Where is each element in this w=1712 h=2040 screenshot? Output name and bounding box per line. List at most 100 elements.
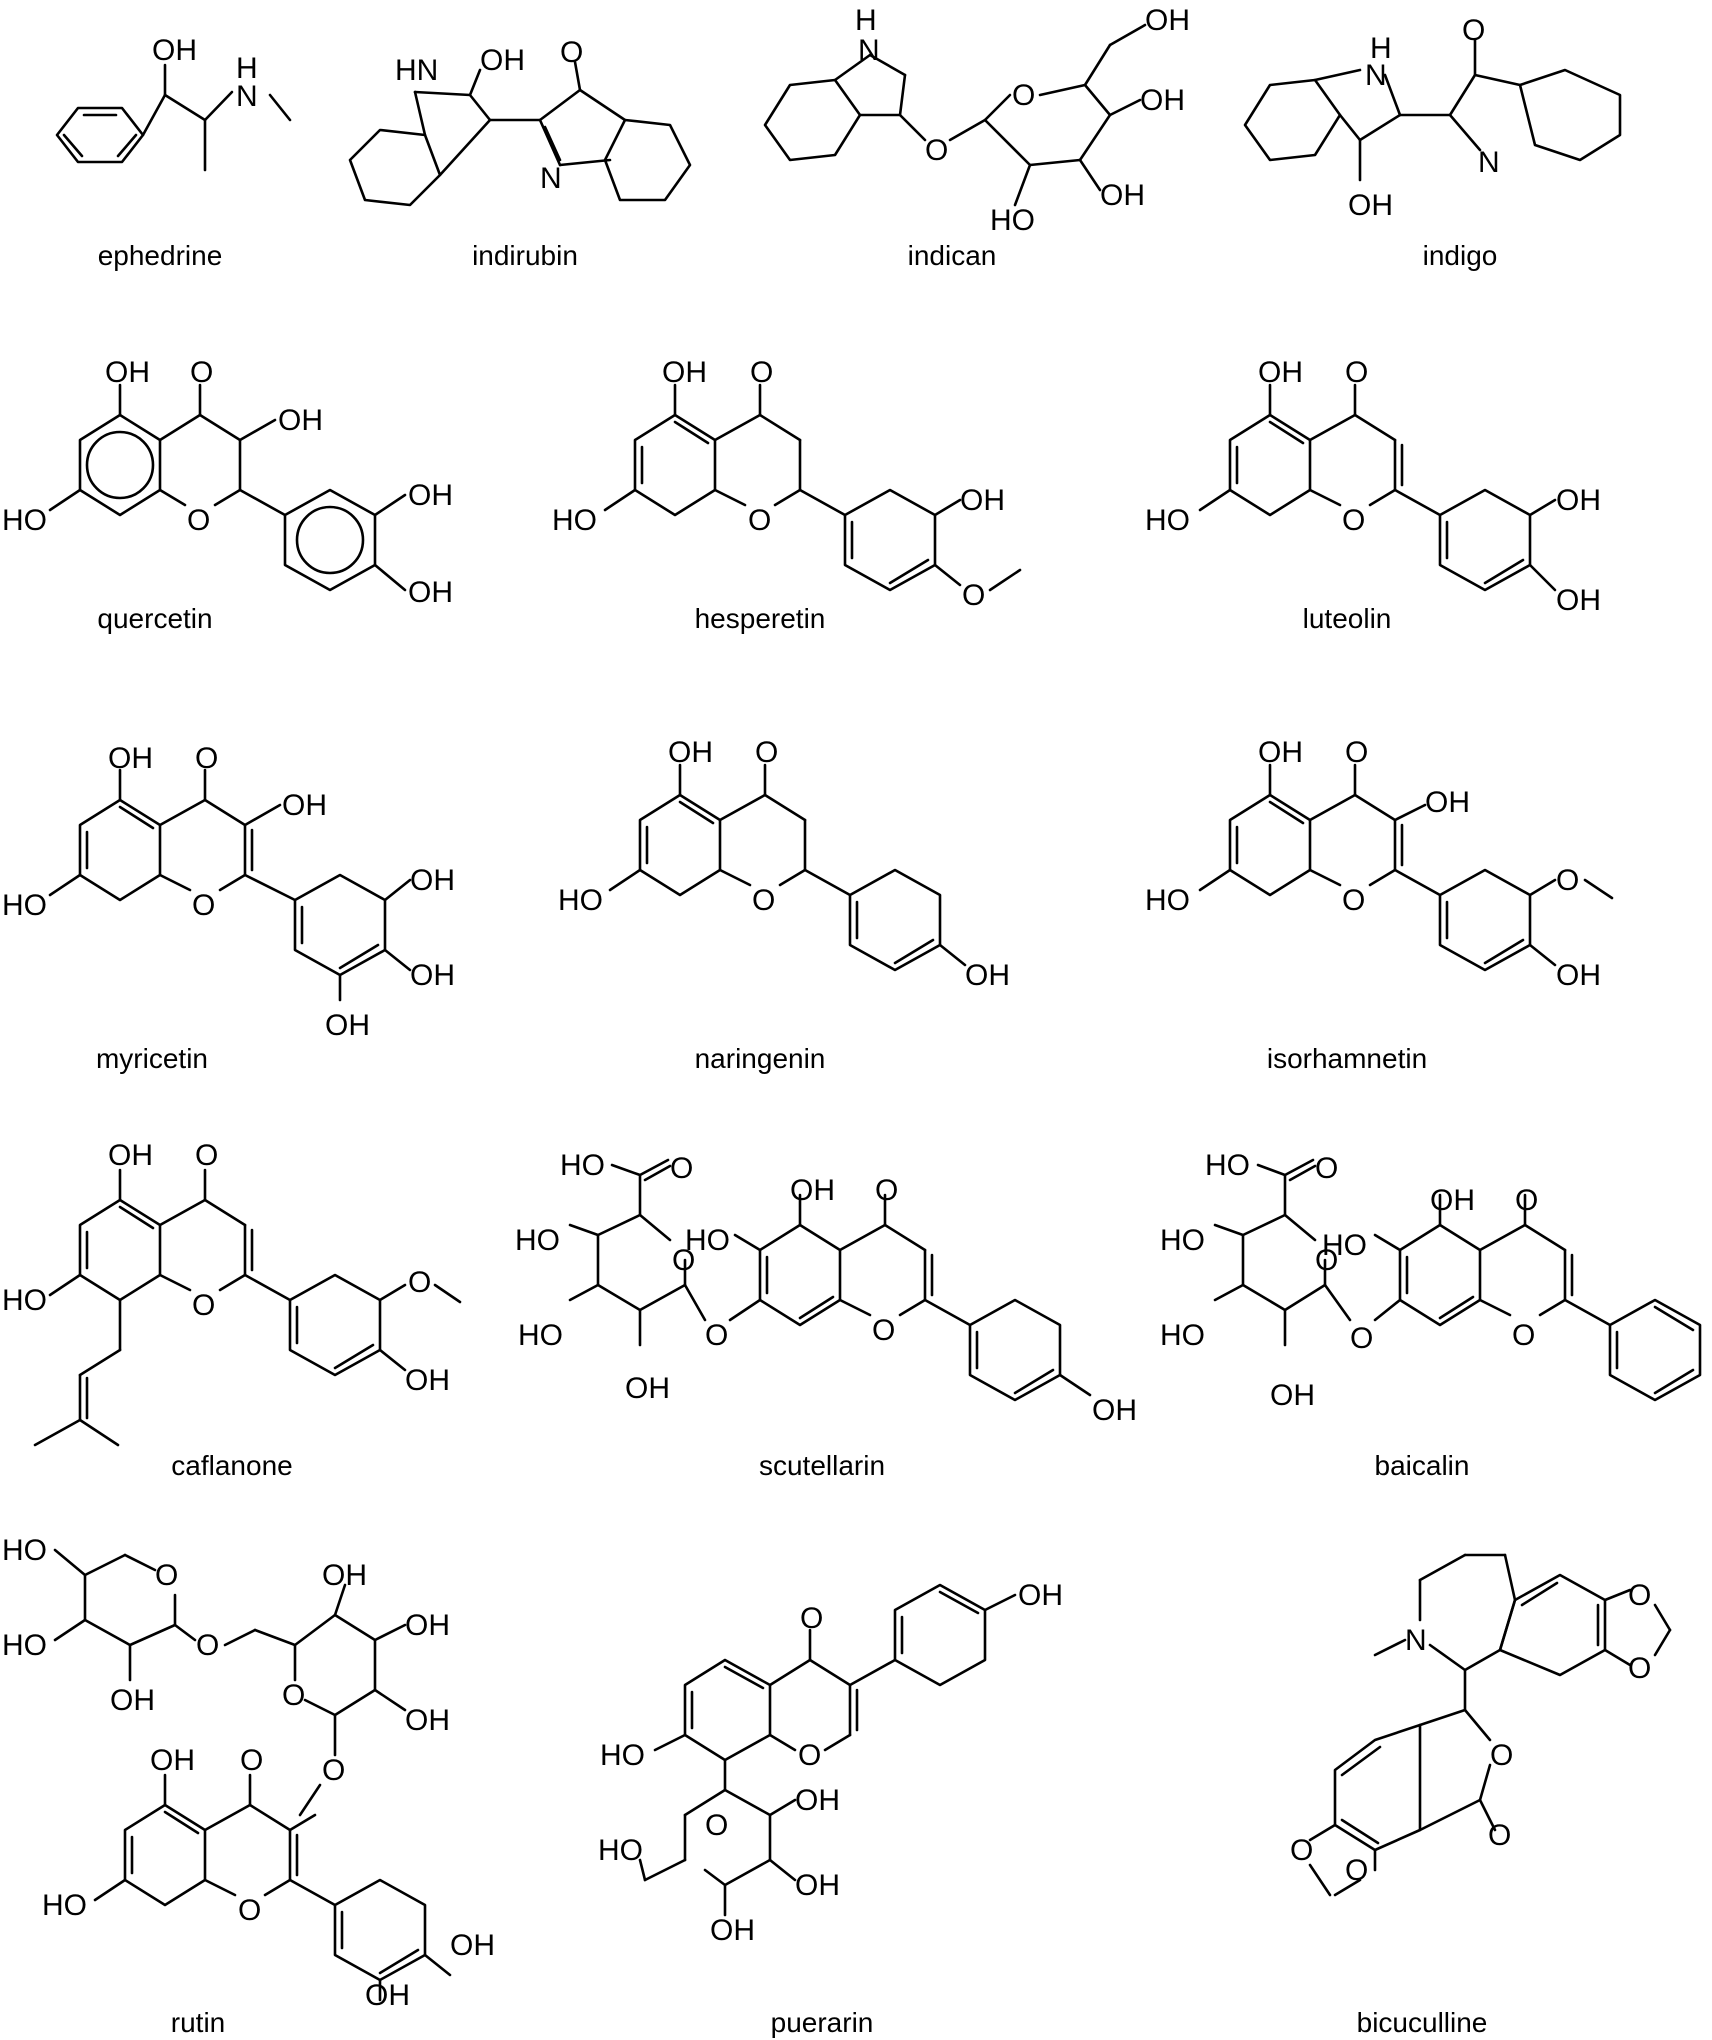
atom-label: HO — [2, 504, 47, 537]
atom-label: O — [1512, 1319, 1535, 1352]
atom-label: H — [855, 4, 877, 37]
atom-label: O — [187, 504, 210, 537]
atom-label: OH — [322, 1559, 367, 1592]
compound-name-rutin: rutin — [171, 2007, 225, 2038]
atom-label: OH — [408, 576, 453, 609]
structure-caflanone: OH O O HO O OH caflanone — [2, 1139, 462, 1481]
atom-label: O — [1488, 1819, 1511, 1852]
atom-label: OH — [1430, 1184, 1475, 1217]
structure-naringenin: OH O O HO OH naringenin — [558, 736, 1010, 1074]
structure-myricetin: OH O OH O HO OH OH OH myricetin — [2, 742, 455, 1074]
structure-indirubin: HN OH O N indirubin — [348, 36, 692, 271]
compound-name-ephedrine: ephedrine — [98, 240, 223, 271]
atom-label: O — [1290, 1834, 1313, 1867]
structure-puerarin: O OH O HO O OH OH OH HO puerarin — [598, 1579, 1063, 2038]
compound-name-bicuculline: bicuculline — [1357, 2007, 1488, 2038]
atom-label: N — [1478, 146, 1500, 179]
atom-label: O — [192, 1289, 215, 1322]
atom-label: OH — [625, 1372, 670, 1405]
atom-label: HO — [1160, 1224, 1205, 1257]
atom-label: OH — [960, 484, 1005, 517]
atom-label: O — [1628, 1652, 1651, 1685]
atom-label: O — [322, 1754, 345, 1787]
atom-label: OH — [1145, 4, 1190, 37]
atom-label: O — [872, 1314, 895, 1347]
atom-label: O — [196, 1629, 219, 1662]
atom-label: O — [962, 579, 985, 612]
atom-label: HO — [685, 1224, 730, 1257]
atom-label: HO — [558, 884, 603, 917]
atom-label: OH — [105, 356, 150, 389]
atom-label: O — [672, 1244, 695, 1277]
atom-label: O — [1345, 1854, 1368, 1887]
atom-label: OH — [1018, 1579, 1063, 1612]
atom-label: N — [236, 80, 258, 113]
atom-label: O — [1342, 884, 1365, 917]
atom-label: OH — [278, 404, 323, 437]
atom-label: HO — [2, 1284, 47, 1317]
atom-label: O — [190, 356, 213, 389]
atom-label: OH — [1556, 959, 1601, 992]
atom-label: O — [1556, 864, 1579, 897]
atom-label: O — [800, 1602, 823, 1635]
atom-label: OH — [1140, 84, 1185, 117]
compound-name-isorhamnetin: isorhamnetin — [1267, 1043, 1427, 1074]
atom-label: HO — [1145, 504, 1190, 537]
compound-name-scutellarin: scutellarin — [759, 1450, 885, 1481]
atom-label: OH — [710, 1914, 755, 1947]
atom-label: O — [670, 1152, 693, 1185]
atom-label: OH — [668, 736, 713, 769]
atom-label: OH — [1270, 1379, 1315, 1412]
compound-name-indirubin: indirubin — [472, 240, 578, 271]
compound-name-naringenin: naringenin — [695, 1043, 826, 1074]
atom-label: OH — [662, 356, 707, 389]
atom-label: H — [236, 52, 258, 85]
atom-label: O — [408, 1266, 431, 1299]
atom-label: O — [748, 504, 771, 537]
atom-label: HO — [552, 504, 597, 537]
atom-label: OH — [1425, 786, 1470, 819]
atom-label: O — [1012, 79, 1035, 112]
atom-label: O — [1345, 736, 1368, 769]
atom-label: OH — [795, 1869, 840, 1902]
compound-name-luteolin: luteolin — [1303, 603, 1392, 634]
atom-label: H — [1370, 32, 1392, 65]
atom-label: OH — [1100, 179, 1145, 212]
atom-label: HO — [518, 1319, 563, 1352]
atom-label: HN — [395, 54, 438, 87]
atom-label: O — [282, 1679, 305, 1712]
compound-name-myricetin: myricetin — [96, 1043, 208, 1074]
structure-bicuculline: N O O O O O O bicuculline — [1290, 1553, 1672, 2038]
atom-label: O — [752, 884, 775, 917]
atom-label: OH — [450, 1929, 495, 1962]
atom-label: OH — [1556, 484, 1601, 517]
atom-label: O — [1515, 1184, 1538, 1217]
atom-label: OH — [408, 479, 453, 512]
atom-label: HO — [2, 889, 47, 922]
atom-label: OH — [410, 864, 455, 897]
atom-label: O — [750, 356, 773, 389]
compound-name-baicalin: baicalin — [1375, 1450, 1470, 1481]
structure-rutin: HO O HO OH O OH OH OH O O OH O O HO OH O… — [2, 1534, 495, 2038]
atom-label: N — [1365, 59, 1387, 92]
atom-label: OH — [405, 1609, 450, 1642]
compound-name-quercetin: quercetin — [97, 603, 212, 634]
atom-label: OH — [480, 44, 525, 77]
atom-label: OH — [325, 1009, 370, 1042]
atom-label: OH — [795, 1784, 840, 1817]
structure-luteolin: OH O O HO OH OH luteolin — [1145, 356, 1601, 634]
atom-label: HO — [1160, 1319, 1205, 1352]
atom-label: O — [1490, 1739, 1513, 1772]
atom-label: OH — [282, 789, 327, 822]
atom-label: O — [925, 134, 948, 167]
structure-scutellarin: HO O HO O HO OH O HO OH O O OH scutellar… — [515, 1149, 1137, 1481]
atom-label: OH — [110, 1684, 155, 1717]
atom-label: HO — [598, 1834, 643, 1867]
atom-label: O — [1462, 14, 1485, 47]
atom-label: O — [705, 1809, 728, 1842]
atom-label: O — [875, 1174, 898, 1207]
compound-name-caflanone: caflanone — [171, 1450, 292, 1481]
compound-name-indican: indican — [908, 240, 997, 271]
atom-label: OH — [410, 959, 455, 992]
atom-label: O — [155, 1559, 178, 1592]
